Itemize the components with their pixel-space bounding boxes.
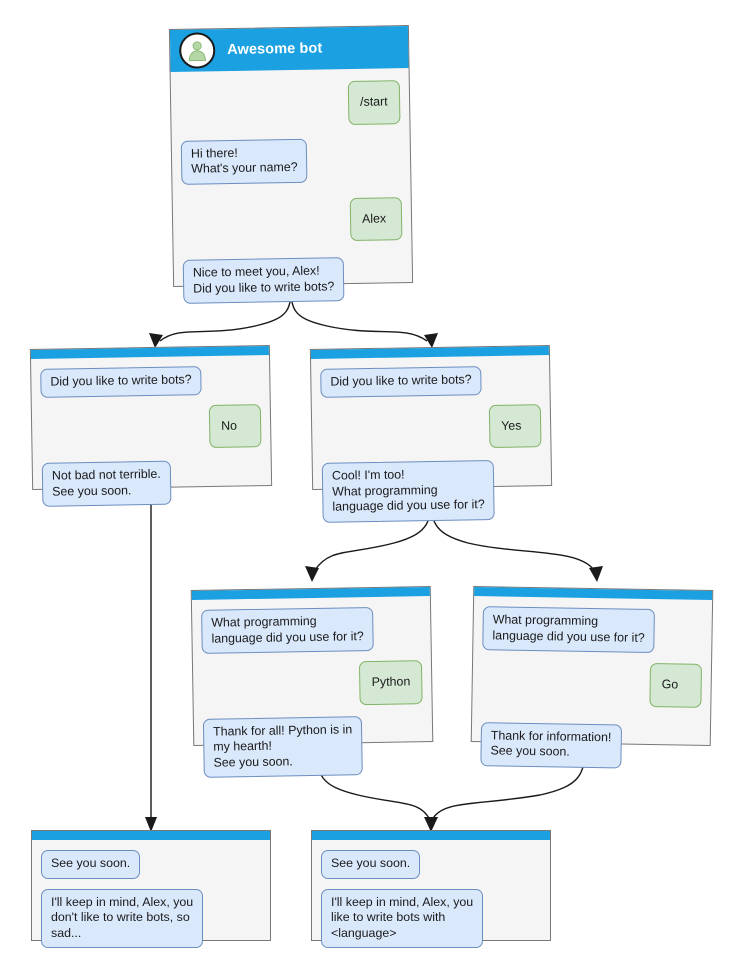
arrowhead-root-to-yes	[424, 333, 438, 348]
message-row: Cool! I'm too! What programming language…	[321, 459, 543, 523]
user-message-bubble: No	[208, 403, 262, 449]
message-row: I'll keep in mind, Alex, you don't like …	[41, 888, 261, 948]
message-row: Nice to meet you, Alex! Did you like to …	[182, 256, 404, 304]
node-no-branch[interactable]: Did you like to write bots? No Not bad n…	[29, 345, 273, 507]
message-row: Python	[202, 660, 423, 707]
message-row: Did you like to write bots?	[320, 365, 540, 398]
bot-message-bubble: Not bad not terrible. See you soon.	[41, 460, 172, 507]
node-yes-branch[interactable]: Did you like to write bots? Yes Cool! I'…	[309, 345, 553, 523]
message-row: I'll keep in mind, Alex, you like to wri…	[321, 888, 541, 948]
card-header	[312, 831, 550, 840]
message-row: Thank for information! See you soon.	[480, 721, 701, 770]
chat-transcript: /start Hi there! What's your name? Alex …	[171, 68, 413, 324]
arrowhead-root-to-no	[149, 333, 163, 348]
message-row: Did you like to write bots?	[40, 365, 260, 398]
arrowhead-yes-to-go	[589, 566, 603, 582]
user-message-bubble: Yes	[488, 403, 542, 449]
bot-message-bubble: Cool! I'm too! What programming language…	[321, 459, 495, 523]
arrowhead-yes-to-python	[305, 566, 319, 582]
message-row: What programming language did you use fo…	[201, 606, 422, 654]
message-row: See you soon.	[321, 850, 541, 879]
chat-transcript: What programming language did you use fo…	[192, 596, 433, 798]
node-python-branch[interactable]: What programming language did you use fo…	[190, 586, 434, 778]
person-avatar-icon	[178, 32, 216, 69]
message-row: Yes	[321, 403, 542, 451]
message-row: Alex	[182, 196, 403, 244]
bot-message-bubble: See you soon.	[41, 850, 141, 879]
chat-transcript: Did you like to write bots? Yes Cool! I'…	[311, 355, 552, 542]
bot-message-bubble: What programming language did you use fo…	[482, 606, 656, 654]
message-row: No	[41, 403, 262, 451]
node-go-branch[interactable]: What programming language did you use fo…	[470, 586, 714, 768]
message-row: Not bad not terrible. See you soon.	[41, 459, 263, 507]
bot-message-bubble: Did you like to write bots?	[320, 366, 482, 398]
node-end-sad[interactable]: See you soon. I'll keep in mind, Alex, y…	[31, 830, 271, 948]
message-row: What programming language did you use fo…	[482, 606, 703, 654]
message-row: /start	[180, 80, 401, 127]
message-row: Thank for all! Python is in my hearth! S…	[202, 715, 424, 778]
bot-message-bubble: Thank for all! Python is in my hearth! S…	[202, 715, 363, 778]
message-row: Go	[481, 660, 703, 708]
card-header	[32, 831, 270, 840]
node-awesome-bot[interactable]: Awesome bot /start Hi there! What's your…	[168, 25, 414, 304]
bot-message-bubble: Hi there! What's your name?	[180, 138, 308, 185]
chat-transcript: What programming language did you use fo…	[471, 596, 712, 789]
chat-transcript: See you soon. I'll keep in mind, Alex, y…	[32, 840, 270, 968]
user-message-bubble: Go	[649, 662, 703, 708]
bot-name-label: Awesome bot	[227, 40, 323, 59]
bot-message-bubble: Did you like to write bots?	[40, 366, 202, 398]
bot-message-bubble: I'll keep in mind, Alex, you don't like …	[41, 888, 204, 948]
chat-transcript: See you soon. I'll keep in mind, Alex, y…	[312, 840, 550, 968]
chat-transcript: Did you like to write bots? No Not bad n…	[31, 355, 272, 527]
bot-message-bubble: Thank for information! See you soon.	[480, 721, 622, 768]
bot-message-bubble: See you soon.	[321, 850, 421, 879]
user-message-bubble: /start	[347, 80, 401, 125]
user-message-bubble: Python	[359, 660, 423, 705]
user-message-bubble: Alex	[349, 196, 403, 242]
bot-message-bubble: Nice to meet you, Alex! Did you like to …	[182, 257, 345, 304]
message-row: Hi there! What's your name?	[180, 137, 402, 185]
bot-message-bubble: What programming language did you use fo…	[201, 606, 375, 654]
message-row: See you soon.	[41, 850, 261, 879]
node-end-happy[interactable]: See you soon. I'll keep in mind, Alex, y…	[311, 830, 551, 948]
card-header: Awesome bot	[169, 26, 409, 72]
bot-message-bubble: I'll keep in mind, Alex, you like to wri…	[321, 888, 484, 948]
